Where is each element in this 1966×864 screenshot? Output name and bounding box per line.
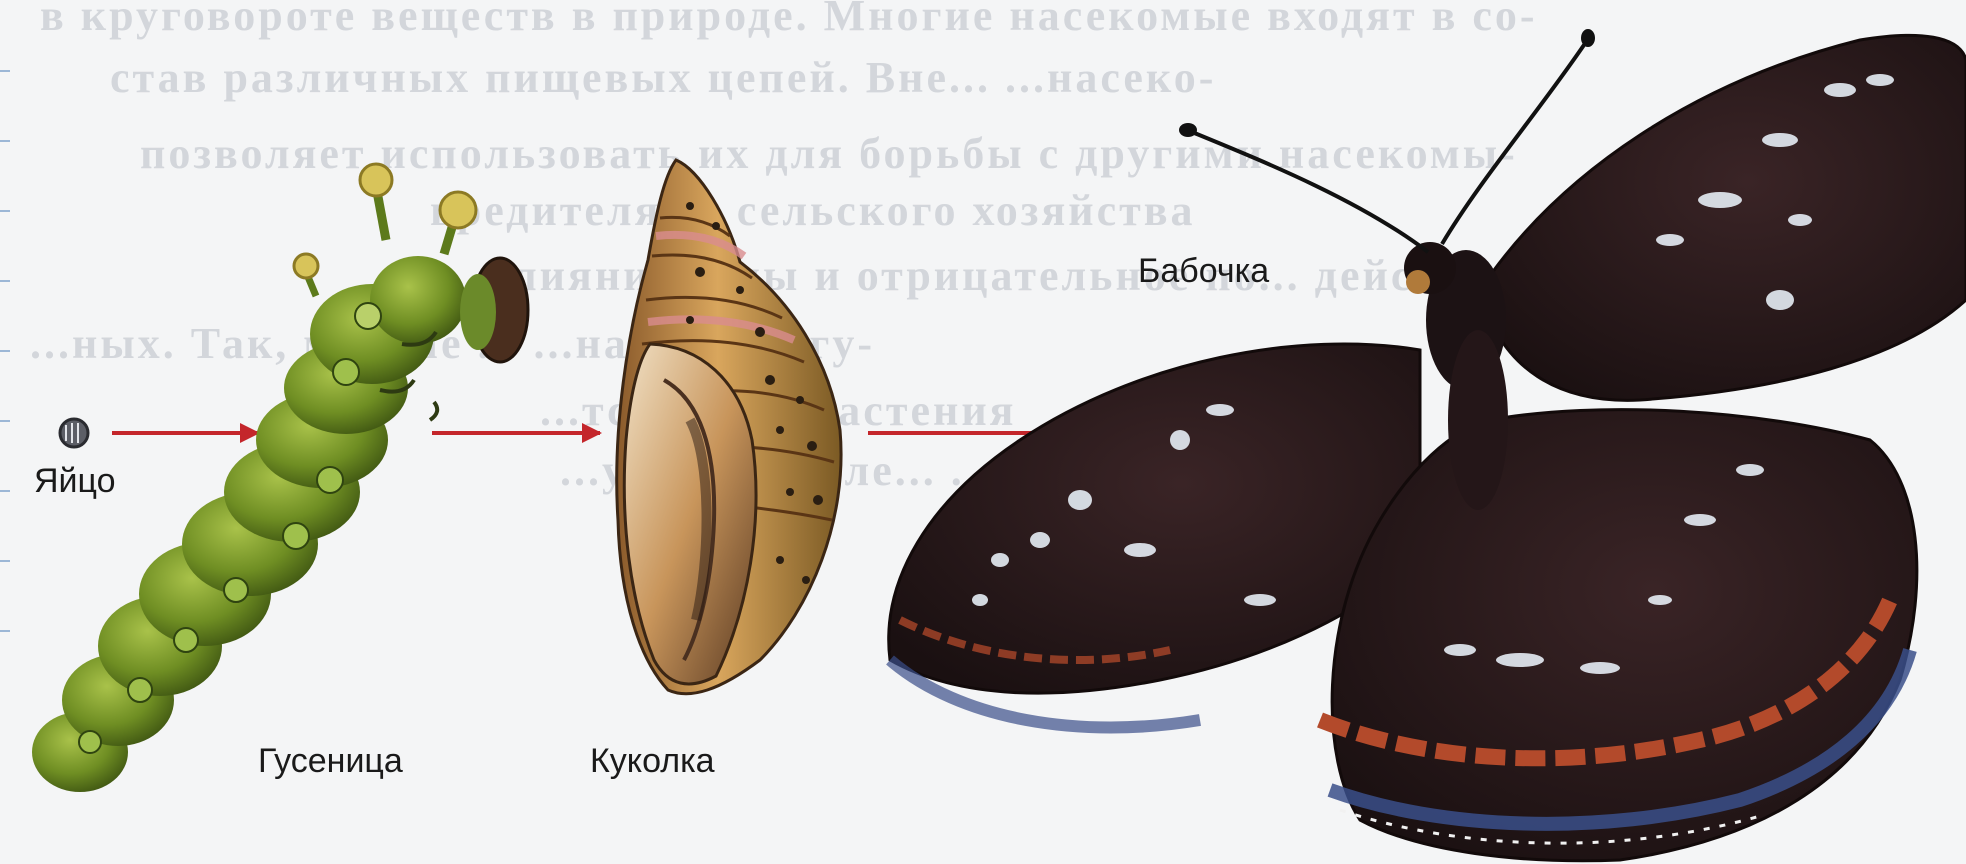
egg-illustration [60,419,88,447]
caterpillar-label: Гусеница [258,742,403,781]
pupa-label: Куколка [590,742,715,781]
pupa-illustration [617,160,841,694]
butterfly-label: Бабочка [1138,252,1269,291]
butterfly-illustration [889,29,1966,861]
egg-label: Яйцо [34,462,116,501]
